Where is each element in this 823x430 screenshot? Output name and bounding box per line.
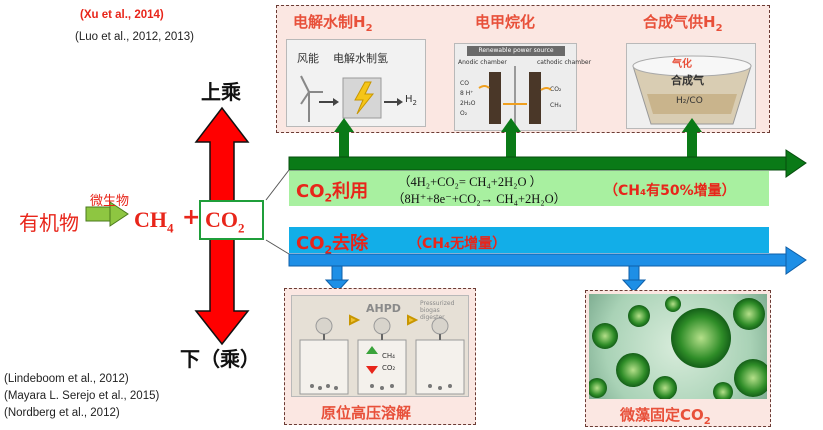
ch4-increase-label: （CH₄有50%增量） [604, 183, 736, 199]
h2co-label: H₂/CO [676, 96, 703, 106]
citation-lindeboom: (Lindeboom et al., 2012) [4, 373, 129, 385]
citation-nordberg: (Nordberg et al., 2012) [4, 407, 120, 419]
syngas-vessel-icon [632, 55, 752, 125]
co2-use-band [289, 171, 769, 206]
co2-box [199, 200, 264, 240]
anode-label-0: CO [460, 80, 469, 87]
citation-serejo: (Mayara L. Serejo et al., 2015) [4, 390, 160, 402]
anode-label-1: 8 H⁺ [460, 90, 474, 97]
hydrogen-sources-panel: 电解水制H2 电甲烷化 合成气供H2 风能 电解水制氢 H2 Renewable… [276, 5, 770, 133]
reaction-2: （8H⁺+8e⁻+CO₂→ CH₄+2H₂O） [392, 192, 567, 206]
syngas-inner-label: 合成气 [671, 74, 704, 87]
cathode-label-1: CH₄ [550, 102, 562, 109]
wind-energy-label: 风能 [297, 52, 319, 65]
co2-removal-band [289, 227, 769, 253]
anodic-label: Anodic chamber [458, 59, 507, 66]
cathode-electrode [529, 72, 541, 124]
anode-label-2: 2H₂O [460, 100, 476, 107]
h2-output-label: H2 [405, 94, 417, 107]
gas-label-ch4: CH₄ [382, 352, 395, 360]
anode-label-3: O₂ [460, 110, 468, 117]
algae-title: 微藻固定CO2 [620, 406, 711, 427]
organic-to-ch4-arrow [85, 201, 129, 227]
algae-panel: 微藻固定CO2 [585, 290, 771, 427]
citation-xu: (Xu et al., 2014) [80, 9, 164, 21]
co2-removal-arrow [288, 246, 807, 275]
upper-label: 上乘 [201, 80, 241, 104]
high-pressure-title: 原位高压溶解 [321, 404, 412, 422]
methanation-title: 电甲烷化 [475, 13, 536, 31]
electrolysis-diagram: 风能 电解水制氢 H2 [286, 39, 426, 127]
cathode-label-0: CO₂ [550, 86, 562, 93]
co2-label: CO2 [205, 207, 245, 236]
co2-use-arrow [288, 149, 807, 178]
ch4-label: CH4 [134, 207, 174, 236]
cathodic-label: cathodic chamber [537, 59, 592, 66]
microbe-label: 微生物 [90, 194, 130, 209]
syngas-title: 合成气供H2 [643, 13, 723, 34]
algae-cells-icon [589, 296, 767, 399]
flow-arrows-icon [478, 85, 552, 105]
pressurized-note: Pressurized biogas digester [420, 300, 455, 321]
blue-down-arrows [324, 265, 647, 293]
ch4-no-increase-label: （CH₄无增量） [408, 236, 507, 252]
gasification-label: 气化 [672, 59, 692, 70]
organic-matter-label: 有机物 [19, 211, 79, 235]
reactor-vessels-icon [299, 314, 465, 395]
anode-electrode [489, 72, 501, 124]
lower-label: 下（乘） [180, 347, 260, 371]
high-pressure-diagram: AHPD Pressurized biogas digester [291, 295, 469, 397]
reaction-1: （4H₂+CO₂= CH₄+2H₂O ） [398, 175, 543, 189]
membrane-line [514, 66, 516, 126]
ahpd-label: AHPD [366, 302, 401, 315]
electrolysis-inner-label: 电解水制氢 [333, 52, 388, 65]
high-pressure-panel: AHPD Pressurized biogas digester [284, 288, 476, 425]
syngas-diagram: 气化 合成气 H₂/CO [626, 43, 756, 129]
co2-use-label: CO2利用 [296, 181, 369, 205]
methanation-diagram: Renewable power source Anodic chamber ca… [454, 43, 591, 131]
co2-removal-label: CO2去除 [296, 233, 369, 257]
plus-sign: + [182, 205, 201, 230]
microalgae-photo [589, 294, 767, 399]
citation-luo: (Luo et al., 2012, 2013) [75, 31, 194, 43]
gas-label-co2: CO₂ [382, 364, 396, 372]
power-source-header: Renewable power source [467, 46, 565, 56]
electrolysis-title: 电解水制H2 [293, 13, 373, 34]
green-up-arrows [334, 118, 702, 158]
wind-turbine-icon [300, 75, 403, 122]
